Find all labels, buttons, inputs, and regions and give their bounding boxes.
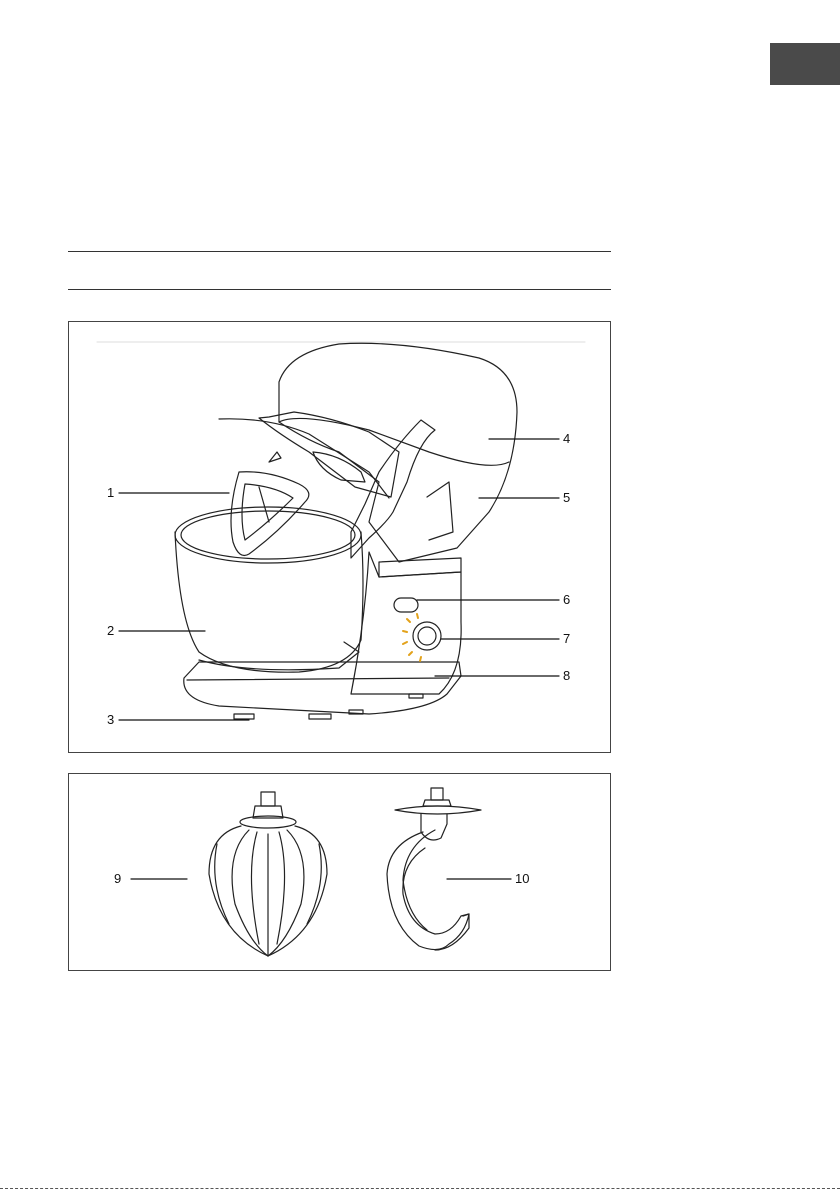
flat-beater (231, 472, 309, 556)
callout-3: 3 (107, 713, 114, 727)
mixer-figure-panel: 1 2 3 4 5 6 7 8 (68, 321, 611, 753)
balloon-whisk (209, 792, 327, 956)
callout-10: 10 (515, 872, 529, 886)
section-rule-bottom (68, 289, 611, 290)
callout-6: 6 (563, 593, 570, 607)
release-button (394, 598, 418, 612)
dough-hook (387, 788, 481, 950)
callout-7: 7 (563, 632, 570, 646)
callout-4: 4 (563, 432, 570, 446)
head-lock-lever (313, 452, 365, 482)
section-rule-top (68, 251, 611, 252)
callout-2: 2 (107, 624, 114, 638)
mixing-bowl (175, 532, 363, 672)
speed-dial (413, 622, 441, 650)
accessories-figure-panel: 9 10 (68, 773, 611, 971)
callout-1: 1 (107, 486, 114, 500)
callout-8: 8 (563, 669, 570, 683)
page-bottom-edge (0, 1188, 840, 1189)
callout-leaders (119, 439, 559, 720)
stand-mixer-illustration (69, 322, 610, 752)
callout-9: 9 (114, 872, 121, 886)
language-tab (770, 43, 840, 85)
callout-5: 5 (563, 491, 570, 505)
mixer-base (184, 662, 461, 714)
